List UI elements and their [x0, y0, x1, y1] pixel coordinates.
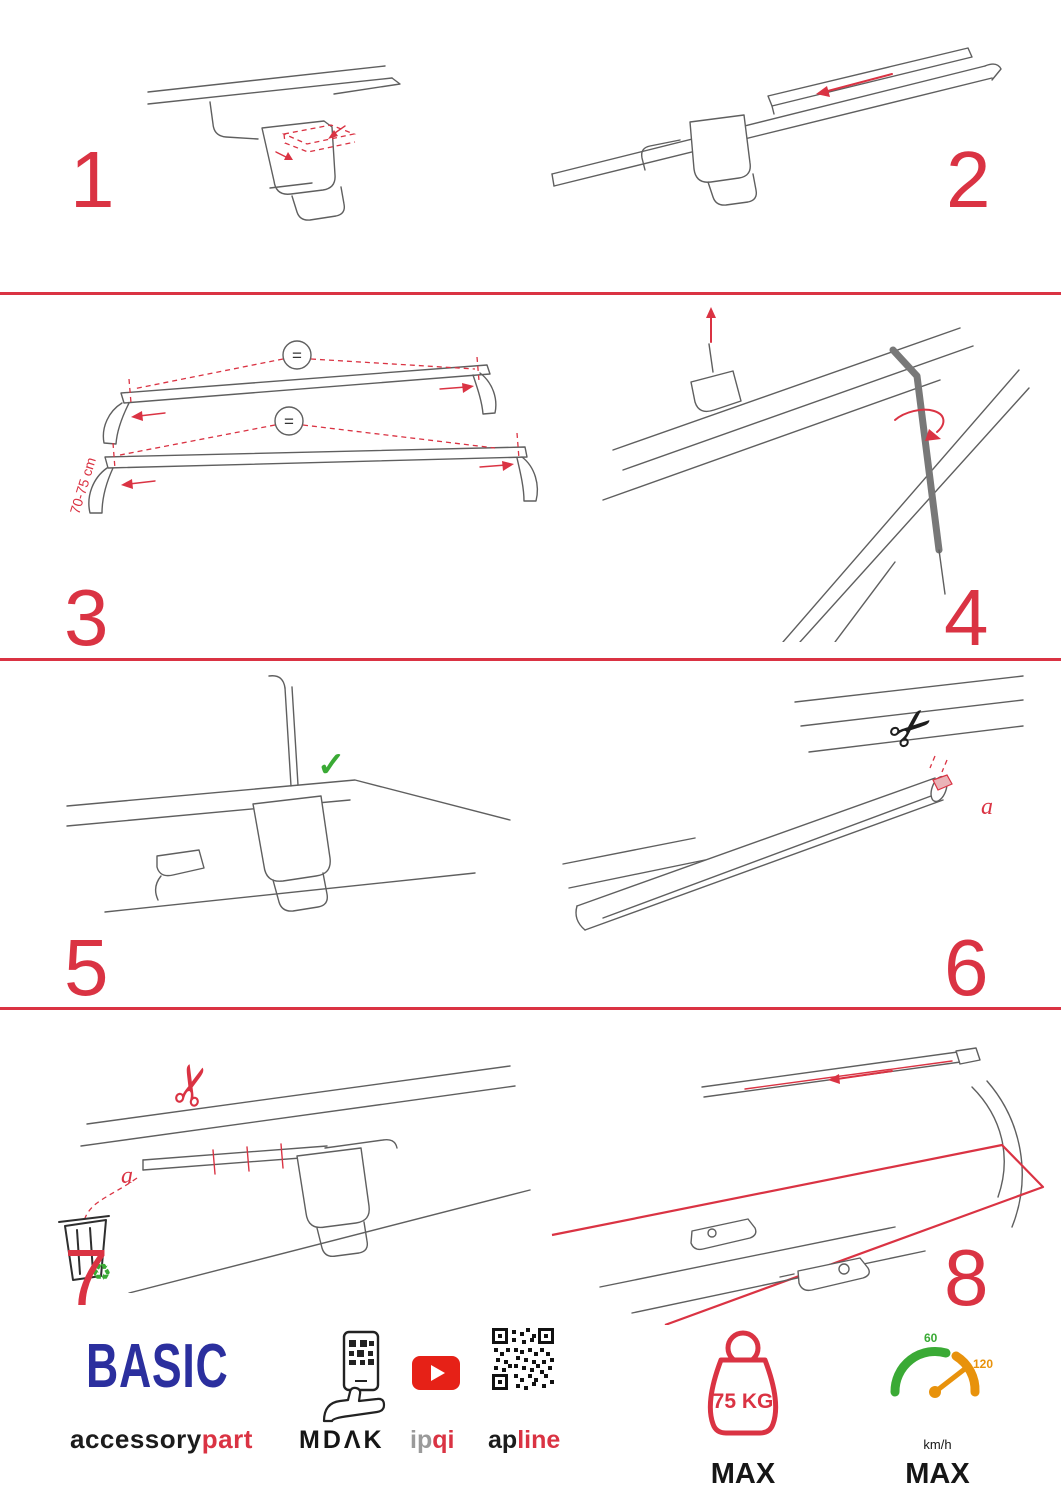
- step-3-number: 3: [64, 573, 109, 662]
- scissors-icon: ✂: [877, 693, 948, 765]
- weight-limit-icon: 75 KG: [707, 1330, 779, 1436]
- equal-spacing-badge: =: [284, 412, 294, 431]
- step-3-illustration: = = 70-75 cm: [67, 340, 539, 516]
- step-2-illustration: [551, 47, 1002, 206]
- cut-part-label-a: a: [981, 794, 993, 820]
- step-1-number: 1: [70, 135, 115, 224]
- brand-ipqi: ipqi: [410, 1426, 454, 1455]
- speed-unit-label: km/h: [923, 1437, 952, 1452]
- speedometer-icon: 60 120: [890, 1331, 993, 1398]
- brand-basic-logo: BASIC: [86, 1332, 229, 1401]
- brand-mdak: MDΛK: [299, 1426, 385, 1454]
- section-divider: [0, 658, 1061, 661]
- weight-max-label: MAX: [710, 1458, 776, 1490]
- youtube-icon: [412, 1356, 460, 1390]
- brand-accessorypart: accessorypart: [70, 1424, 253, 1455]
- speed-60-label: 60: [924, 1331, 938, 1345]
- qr-scan-phone-icon: [322, 1330, 386, 1423]
- brand-line-text: line: [517, 1426, 561, 1454]
- step-7-number: 7: [64, 1233, 109, 1322]
- section-divider: [0, 1007, 1061, 1010]
- step-7-illustration: ✂ a ♻: [58, 1056, 531, 1293]
- bar-distance-label: 70-75 cm: [67, 455, 99, 515]
- step-5-number: 5: [64, 923, 109, 1012]
- qr-code-icon: [492, 1328, 554, 1390]
- step-5-illustration: ✓: [66, 675, 511, 913]
- brand-qi-text: qi: [432, 1426, 455, 1454]
- step-4-number: 4: [944, 573, 989, 662]
- step-8-illustration: [551, 1047, 1045, 1325]
- step-4-illustration: [602, 307, 1030, 642]
- speed-120-label: 120: [973, 1357, 993, 1371]
- step-2-number: 2: [946, 135, 991, 224]
- equal-spacing-badge: =: [292, 346, 302, 365]
- step-1-illustration: [147, 65, 401, 221]
- cut-part-label-a: a: [121, 1163, 133, 1189]
- brand-accessory-text: accessory: [70, 1424, 202, 1454]
- recycle-icon: ♻: [91, 1259, 112, 1285]
- brand-ip-text: ip: [410, 1426, 433, 1454]
- section-divider: [0, 292, 1061, 295]
- speed-max-label: MAX: [905, 1458, 970, 1490]
- brand-part-text: part: [201, 1424, 253, 1454]
- step-6-number: 6: [944, 923, 989, 1012]
- check-icon: ✓: [317, 746, 346, 784]
- brand-ap-text: ap: [488, 1426, 518, 1454]
- brand-apline: apline: [488, 1426, 560, 1455]
- weight-value-label: 75 KG: [713, 1390, 774, 1413]
- step-8-number: 8: [944, 1233, 989, 1322]
- scissors-icon: ✂: [158, 1056, 228, 1115]
- step-6-illustration: ✂ a: [562, 675, 1024, 931]
